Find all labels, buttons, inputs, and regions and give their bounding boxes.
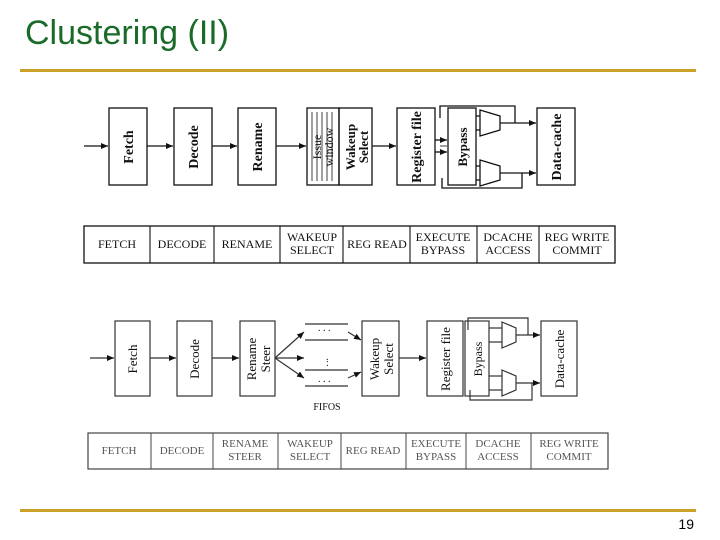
top-fetch-label: Fetch: [122, 130, 137, 164]
title-rule: [20, 69, 696, 72]
bottom-select-label: Select: [381, 343, 396, 375]
bottom-alu-lower: [501, 369, 517, 397]
top-bypass-block: [447, 107, 477, 186]
top-window-label: window: [322, 127, 336, 166]
bottom-data-cache-block: [540, 320, 578, 397]
bottom-stage-dcache: DCACHE: [475, 438, 521, 450]
bottom-decode-label: Decode: [187, 339, 202, 379]
top-stage-regread: REG READ: [347, 237, 407, 251]
top-alu-lower: [479, 159, 501, 187]
fifos-label: FIFOS: [313, 402, 340, 413]
top-bypass-label: Bypass: [455, 127, 470, 166]
bottom-data-cache-label: Data-cache: [552, 330, 567, 389]
top-block-diagram: [84, 105, 576, 189]
top-issue-label: Issue: [310, 135, 324, 160]
top-data-cache-label: Data-cache: [550, 114, 565, 181]
top-stage-access: ACCESS: [485, 243, 530, 257]
svg-text:. . .: . . .: [318, 323, 331, 334]
bottom-block-diagram: [90, 317, 578, 401]
bottom-bypass-label: Bypass: [471, 341, 485, 376]
bottom-stage-access: ACCESS: [477, 451, 519, 463]
bottom-stage-wakeup: WAKEUP: [287, 438, 333, 450]
top-decode-label: Decode: [187, 125, 202, 169]
top-stage-fetch: FETCH: [98, 237, 136, 251]
bottom-stage-commit: COMMIT: [546, 451, 592, 463]
bottom-stage-regread: REG READ: [346, 445, 401, 457]
bottom-stage-bypass: BYPASS: [416, 451, 457, 463]
svg-text::: :: [326, 358, 329, 369]
bottom-fifos: [305, 323, 348, 387]
bottom-stage-regwrite: REG WRITE: [539, 438, 599, 450]
top-stage-execute: EXECUTE: [416, 230, 471, 244]
page-number: 19: [678, 516, 694, 532]
top-pipeline-table: FETCH DECODE RENAME WAKEUP SELECT REG RE…: [83, 225, 616, 264]
slide-title: Clustering (II): [25, 14, 230, 52]
bottom-steer-label: Steer: [258, 345, 273, 372]
bottom-pipeline-table: FETCH DECODE RENAME STEER WAKEUP SELECT …: [87, 432, 609, 470]
bottom-bypass-block: [464, 320, 490, 397]
top-stage-decode: DECODE: [158, 237, 207, 251]
top-block-labels: Fetch Decode Rename Issue window Wakeup …: [122, 111, 565, 183]
bottom-register-file-label: Register file: [438, 327, 453, 391]
top-stage-commit: COMMIT: [552, 243, 602, 257]
bottom-stage-decode: DECODE: [160, 445, 205, 457]
bottom-fifo-dots: . . . . : . . .: [318, 323, 331, 385]
bottom-block-labels: Fetch Decode Rename Steer Wakeup Select …: [125, 327, 567, 413]
top-stage-dcache: DCACHE: [483, 230, 532, 244]
top-stage-rename: RENAME: [222, 237, 273, 251]
top-select-label: Select: [356, 130, 371, 163]
top-wakeup-label: Wakeup: [343, 124, 358, 170]
bottom-stage-execute: EXECUTE: [411, 438, 461, 450]
top-alu-upper: [479, 109, 501, 137]
top-issue-window-entries: [311, 112, 333, 181]
svg-text:.: .: [326, 352, 329, 363]
footer-rule: [20, 509, 696, 512]
top-stage-bypass: BYPASS: [421, 243, 465, 257]
bottom-stage-select: SELECT: [290, 451, 331, 463]
bottom-fetch-label: Fetch: [125, 344, 140, 373]
top-stage-wakeup: WAKEUP: [287, 230, 337, 244]
bottom-register-file-block: [426, 320, 464, 397]
bottom-stage-steer: STEER: [228, 451, 262, 463]
bottom-rename-label: Rename: [244, 337, 259, 380]
top-register-file-block: [396, 107, 436, 186]
top-stage-regwrite: REG WRITE: [545, 230, 610, 244]
bottom-wakeup-label: Wakeup: [367, 338, 382, 380]
svg-text:. . .: . . .: [318, 374, 331, 385]
top-stage-select: SELECT: [290, 243, 335, 257]
top-rename-label: Rename: [251, 123, 266, 172]
bottom-stage-fetch: FETCH: [102, 445, 137, 457]
top-data-cache-block: [536, 107, 576, 186]
top-register-file-label: Register file: [410, 111, 425, 183]
bottom-stage-rename: RENAME: [222, 438, 269, 450]
bottom-alu-upper: [501, 321, 517, 349]
